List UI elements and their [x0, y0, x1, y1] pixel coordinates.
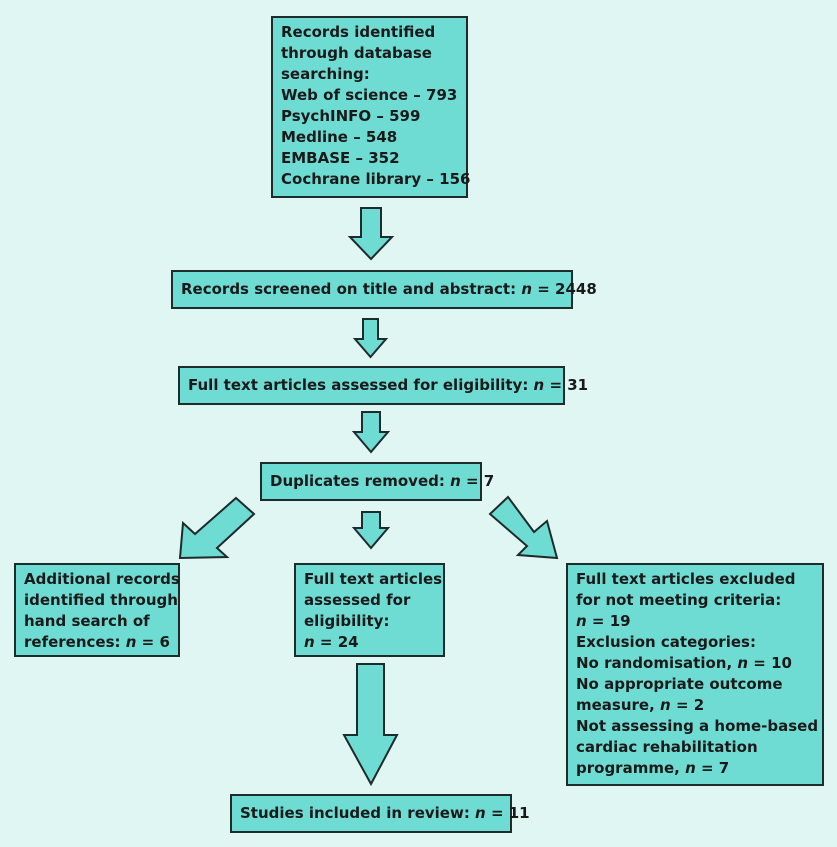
- arrow-down-1: [347, 207, 395, 261]
- exclusion-category-count: 2: [693, 696, 705, 714]
- screened-box: Records screened on title and abstract: …: [171, 270, 597, 309]
- duplicates-label: Duplicates removed:: [270, 472, 451, 490]
- exclusion-category-home-based: programme, n = 7: [576, 758, 814, 779]
- screened-label: Records screened on title and abstract:: [181, 280, 522, 298]
- records-identified-line: Medline – 548: [281, 128, 398, 146]
- eligible-line: eligibility:: [304, 612, 390, 630]
- full-text-assessed-box: Full text articles assessed for eligibil…: [178, 366, 588, 405]
- equals-sign: =: [314, 633, 338, 651]
- duplicates-count: 7: [483, 472, 495, 490]
- exclusion-category-randomisation: No randomisation, n = 10: [576, 653, 814, 674]
- exclusion-category-count: 10: [771, 654, 792, 672]
- arrow-diagonal-right: [488, 495, 559, 560]
- n-symbol: n: [533, 376, 545, 394]
- equals-sign: =: [544, 376, 568, 394]
- eligible-line: Full text articles: [304, 570, 443, 588]
- full-text-assessed-label: Full text articles assessed for eligibil…: [188, 376, 534, 394]
- exclusion-category-outcome-line: No appropriate outcome: [576, 675, 783, 693]
- arrow-down-4: [351, 511, 391, 550]
- n-symbol: n: [125, 633, 137, 651]
- equals-sign: =: [532, 280, 556, 298]
- additional-records-line: Additional records: [24, 570, 180, 588]
- included-label: Studies included in review:: [240, 804, 476, 822]
- records-identified-line: Cochrane library – 156: [281, 170, 471, 188]
- excluded-count: 19: [609, 612, 631, 630]
- exclusion-category-home-based-line: cardiac rehabilitation: [576, 738, 758, 756]
- excluded-line: for not meeting criteria:: [576, 591, 782, 609]
- exclusion-category-outcome: measure, n = 2: [576, 695, 814, 716]
- n-symbol: n: [475, 804, 486, 822]
- exclusion-category-label: measure,: [576, 696, 661, 714]
- full-text-assessed-count: 31: [567, 376, 589, 394]
- records-identified-line: Records identified: [281, 23, 436, 41]
- excluded-count-line: n = 19: [576, 611, 814, 632]
- exclusion-category-label: programme,: [576, 759, 686, 777]
- records-identified-line: through database: [281, 44, 432, 62]
- additional-records-line: hand search of: [24, 612, 150, 630]
- additional-records-prefix: references:: [24, 633, 126, 651]
- n-symbol: n: [685, 759, 696, 777]
- arrow-down-2: [352, 318, 389, 359]
- screened-count: 2448: [555, 280, 597, 298]
- additional-records-line: identified through: [24, 591, 178, 609]
- equals-sign: =: [670, 696, 694, 714]
- records-identified-line: EMBASE – 352: [281, 149, 400, 167]
- eligible-line: assessed for: [304, 591, 411, 609]
- equals-sign: =: [586, 612, 610, 630]
- exclusion-category-home-based-line: Not assessing a home-based: [576, 717, 819, 735]
- n-symbol: n: [521, 280, 533, 298]
- excluded-box: Full text articles excluded for not meet…: [566, 563, 824, 786]
- eligible-count-line: n = 24: [304, 632, 435, 653]
- eligible-count: 24: [337, 633, 359, 651]
- n-symbol: n: [304, 633, 315, 651]
- additional-records-line: references: n = 6: [24, 632, 170, 653]
- exclusion-categories-heading: Exclusion categories:: [576, 633, 756, 651]
- n-symbol: n: [737, 654, 749, 672]
- equals-sign: =: [460, 472, 484, 490]
- equals-sign: =: [748, 654, 772, 672]
- n-symbol: n: [660, 696, 671, 714]
- n-symbol: n: [450, 472, 461, 490]
- arrow-diagonal-left: [178, 496, 256, 560]
- records-identified-line: searching:: [281, 65, 370, 83]
- included-count: 11: [508, 804, 530, 822]
- excluded-line: Full text articles excluded: [576, 570, 796, 588]
- equals-sign: =: [136, 633, 160, 651]
- included-box: Studies included in review: n = 11: [230, 794, 530, 833]
- equals-sign: =: [485, 804, 509, 822]
- exclusion-category-label: No randomisation,: [576, 654, 738, 672]
- records-identified-line: PsychINFO – 599: [281, 107, 421, 125]
- additional-records-box: Additional records identified through ha…: [14, 563, 180, 657]
- equals-sign: =: [695, 759, 719, 777]
- duplicates-box: Duplicates removed: n = 7: [260, 462, 494, 501]
- arrow-down-large: [342, 663, 399, 787]
- additional-records-count: 6: [159, 633, 170, 651]
- n-symbol: n: [576, 612, 587, 630]
- records-identified-line: Web of science – 793: [281, 86, 458, 104]
- eligible-box: Full text articles assessed for eligibil…: [294, 563, 445, 657]
- arrow-down-3: [351, 411, 391, 454]
- exclusion-category-count: 7: [718, 759, 730, 777]
- records-identified-box: Records identified through database sear…: [271, 16, 471, 198]
